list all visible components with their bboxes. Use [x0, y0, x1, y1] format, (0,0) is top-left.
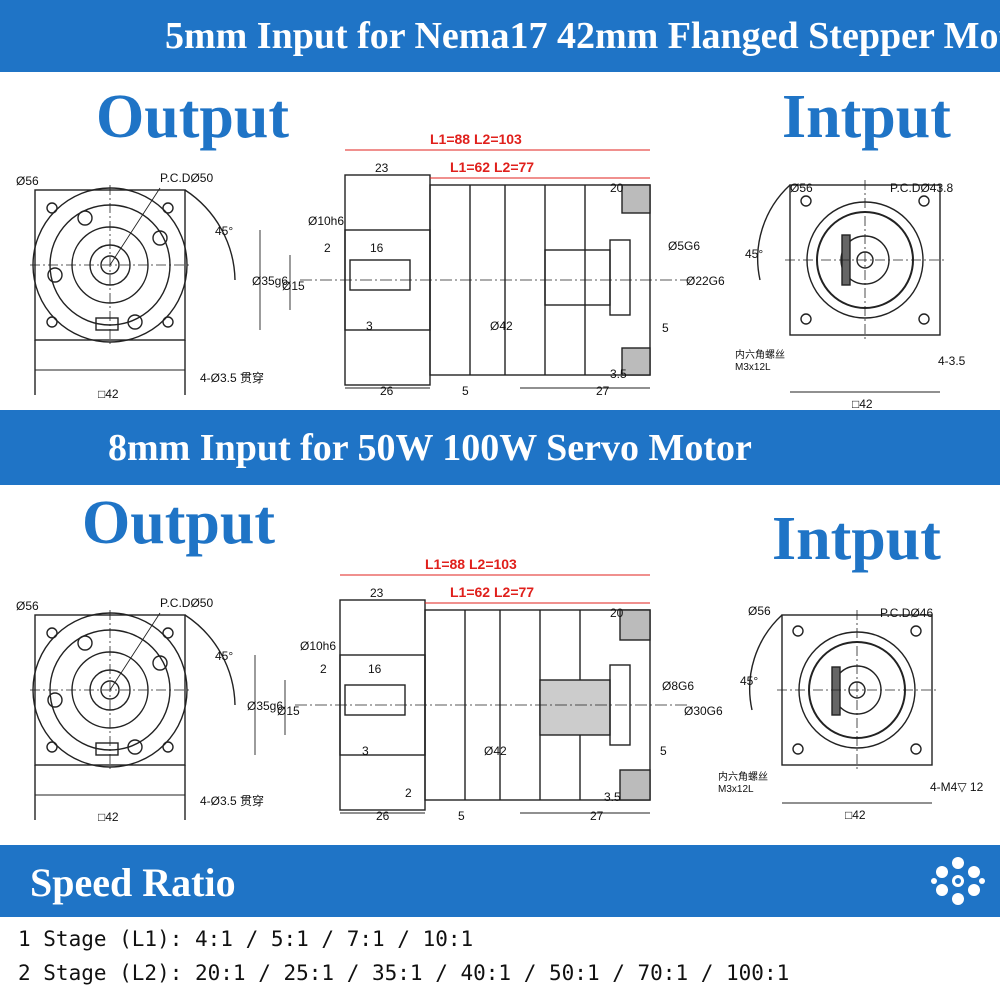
side-dim-27: 27 [596, 384, 610, 398]
side-bore: Ø8G6 [662, 679, 694, 693]
in-square: □42 [852, 397, 873, 410]
side-l-short: L1=62 L2=77 [450, 584, 534, 600]
speed-ratio-banner: Speed Ratio [0, 845, 1000, 917]
side-dia-15: Ø15 [282, 279, 305, 293]
side-dim-27: 27 [590, 809, 604, 823]
input-flange-view [757, 180, 945, 393]
stage-2-ratios: 2 Stage (L2): 20:1 / 25:1 / 35:1 / 40:1 … [18, 961, 790, 985]
out-pcd: P.C.DØ50 [160, 171, 213, 185]
out-pcd: P.C.DØ50 [160, 596, 213, 610]
section-1-drawing: Ø56 P.C.DØ50 45° 4-Ø3.5 贯穿 □42 L1=88 L2=… [16, 131, 966, 410]
in-screw2: M3x12L [718, 784, 754, 795]
section-2-input-label: Intput [772, 505, 941, 573]
side-dim-20: 20 [610, 606, 624, 620]
side-dim-26: 26 [380, 384, 394, 398]
in-angle: 45° [745, 247, 763, 261]
side-bore: Ø5G6 [668, 239, 700, 253]
side-dia-10: Ø10h6 [308, 214, 344, 228]
side-dim-23: 23 [375, 161, 389, 175]
side-dim-2b: 2 [405, 786, 412, 800]
side-dim-2: 2 [324, 241, 331, 255]
gearbox-side-view [254, 574, 690, 814]
side-dia-10: Ø10h6 [300, 639, 336, 653]
side-dim-3: 3 [366, 319, 373, 333]
side-dia-42: Ø42 [484, 744, 507, 758]
section-2-output-label: Output [82, 489, 275, 557]
side-dia-15: Ø15 [277, 704, 300, 718]
out-holes: 4-Ø3.5 贯穿 [200, 793, 264, 808]
in-holes: 4-M4▽ 12 [930, 780, 984, 794]
side-dim-16: 16 [368, 662, 382, 676]
side-dim-5b: 5 [462, 384, 469, 398]
side-dim-16: 16 [370, 241, 384, 255]
in-pcd: P.C.DØ46 [880, 606, 933, 620]
side-dia-35: Ø35g6 [247, 699, 283, 713]
side-dia-35: Ø35g6 [252, 274, 288, 288]
input-flange-view [749, 610, 937, 804]
in-angle: 45° [740, 674, 758, 688]
snowflake-logo-icon [931, 857, 985, 905]
side-dim-3: 3 [362, 744, 369, 758]
side-dim-35: 3.5 [604, 790, 621, 804]
side-l-long: L1=88 L2=103 [430, 131, 522, 147]
section-1-output-label: Output [96, 83, 289, 151]
section-1-title: 5mm Input for Nema17 42mm Flanged Steppe… [165, 15, 1000, 57]
stage-1-ratios: 1 Stage (L1): 4:1 / 5:1 / 7:1 / 10:1 [18, 927, 474, 951]
side-l-short: L1=62 L2=77 [450, 159, 534, 175]
side-dim-5b: 5 [458, 809, 465, 823]
in-outer-dia: Ø56 [748, 604, 771, 618]
side-dim-2: 2 [320, 662, 327, 676]
side-dim-23: 23 [370, 586, 384, 600]
side-dia-42: Ø42 [490, 319, 513, 333]
out-angle: 45° [215, 224, 233, 238]
section-2-banner: 8mm Input for 50W 100W Servo Motor [0, 410, 1000, 485]
out-holes: 4-Ø3.5 贯穿 [200, 370, 264, 385]
section-1-banner: 5mm Input for Nema17 42mm Flanged Steppe… [0, 0, 1000, 72]
gearbox-side-view [259, 149, 690, 389]
section-2-drawing: Ø56 P.C.DØ50 45° 4-Ø3.5 贯穿 □42 L1=88 L2=… [16, 556, 984, 824]
in-screw1: 内六角螺丝 [735, 348, 785, 361]
side-dim-35: 3.5 [610, 367, 627, 381]
output-flange-view [30, 610, 236, 820]
in-square: □42 [845, 808, 866, 822]
out-outer-dia: Ø56 [16, 174, 39, 188]
out-square: □42 [98, 810, 119, 824]
out-outer-dia: Ø56 [16, 599, 39, 613]
side-l-long: L1=88 L2=103 [425, 556, 517, 572]
side-dim-26: 26 [376, 809, 390, 823]
in-screw2: M3x12L [735, 362, 771, 373]
side-dim-5: 5 [660, 744, 667, 758]
out-angle: 45° [215, 649, 233, 663]
side-dim-20: 20 [610, 181, 624, 195]
in-pcd: P.C.DØ43.8 [890, 181, 953, 195]
in-screw1: 内六角螺丝 [718, 770, 768, 783]
side-pilot: Ø30G6 [684, 704, 723, 718]
in-outer-dia: Ø56 [790, 181, 813, 195]
in-holes: 4-3.5 [938, 354, 966, 368]
side-dim-5: 5 [662, 321, 669, 335]
output-flange-view [30, 185, 236, 395]
out-square: □42 [98, 387, 119, 401]
speed-ratio-title: Speed Ratio [30, 860, 236, 905]
section-1-input-label: Intput [782, 83, 951, 151]
section-2-title: 8mm Input for 50W 100W Servo Motor [108, 427, 752, 469]
side-pilot: Ø22G6 [686, 274, 725, 288]
